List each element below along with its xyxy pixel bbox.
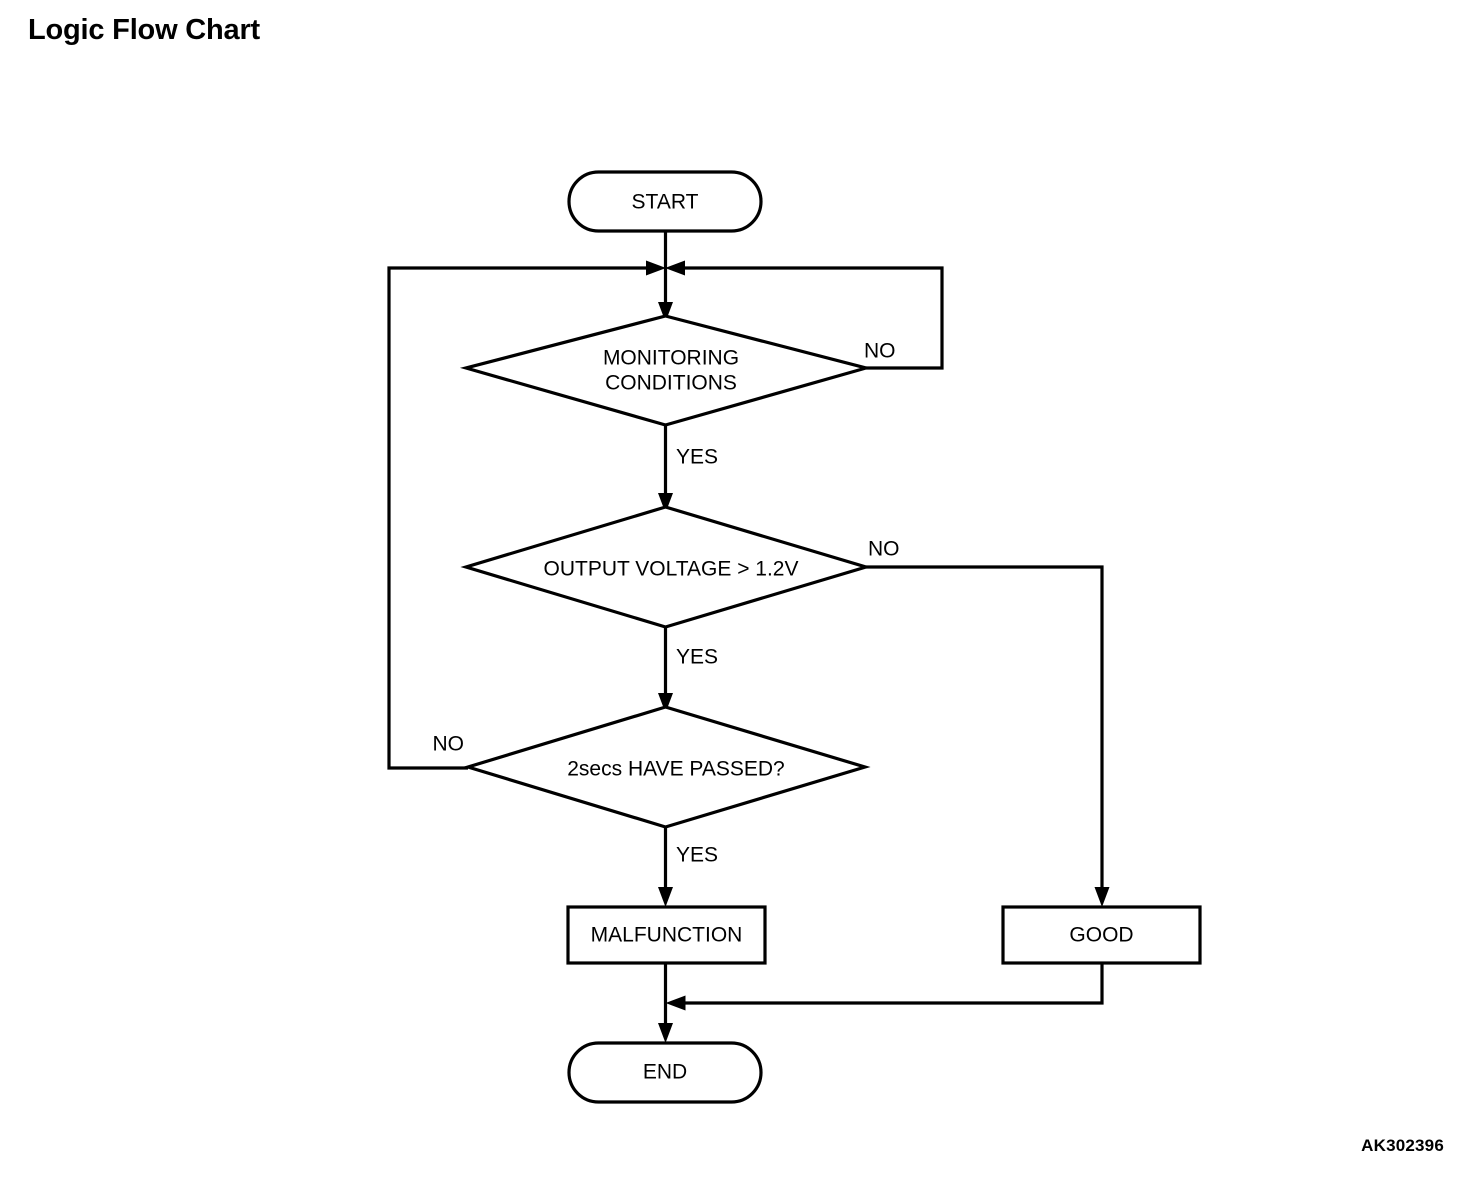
node-end-label: END xyxy=(643,1061,687,1084)
node-malfunction[interactable]: MALFUNCTION xyxy=(566,905,767,965)
edge-label-yes-twosecs: YES xyxy=(676,844,718,867)
node-monitoring-conditions[interactable]: MONITORING CONDITIONS xyxy=(459,314,873,427)
edge-label-no-twosecs: NO xyxy=(433,733,465,756)
node-end[interactable]: END xyxy=(567,1041,763,1104)
node-start-label: START xyxy=(632,191,699,214)
node-monitoring-label-line2: CONDITIONS xyxy=(605,372,737,395)
edge-monitoring-no-loop xyxy=(665,260,944,370)
node-good[interactable]: GOOD xyxy=(1001,905,1202,965)
edge-voltage-yes xyxy=(658,627,673,713)
edge-label-no-voltage: NO xyxy=(868,538,900,561)
page-title: Logic Flow Chart xyxy=(28,14,261,46)
node-twosecs-passed[interactable]: 2secs HAVE PASSED? xyxy=(462,705,871,829)
edge-twosecs-no-loop xyxy=(387,260,666,770)
edge-twosecs-yes xyxy=(658,827,673,907)
node-output-voltage-label: OUTPUT VOLTAGE > 1.2V xyxy=(544,558,799,581)
edge-good-to-merge xyxy=(665,963,1104,1011)
figure-id: AK302396 xyxy=(1361,1136,1444,1155)
edge-label-yes-voltage: YES xyxy=(676,646,718,669)
node-output-voltage[interactable]: OUTPUT VOLTAGE > 1.2V xyxy=(460,505,872,629)
edge-monitoring-yes xyxy=(658,425,673,513)
node-start[interactable]: START xyxy=(567,170,763,233)
edge-malfunction-to-end xyxy=(658,963,673,1043)
node-good-label: GOOD xyxy=(1069,924,1133,947)
edge-label-yes-monitoring: YES xyxy=(676,446,718,469)
node-malfunction-label: MALFUNCTION xyxy=(591,924,743,947)
edge-label-no-monitoring: NO xyxy=(864,340,896,363)
node-twosecs-label: 2secs HAVE PASSED? xyxy=(567,758,784,781)
edge-start-to-junction xyxy=(658,231,673,322)
node-monitoring-label-line1: MONITORING xyxy=(603,347,739,370)
edge-voltage-no xyxy=(866,565,1110,907)
